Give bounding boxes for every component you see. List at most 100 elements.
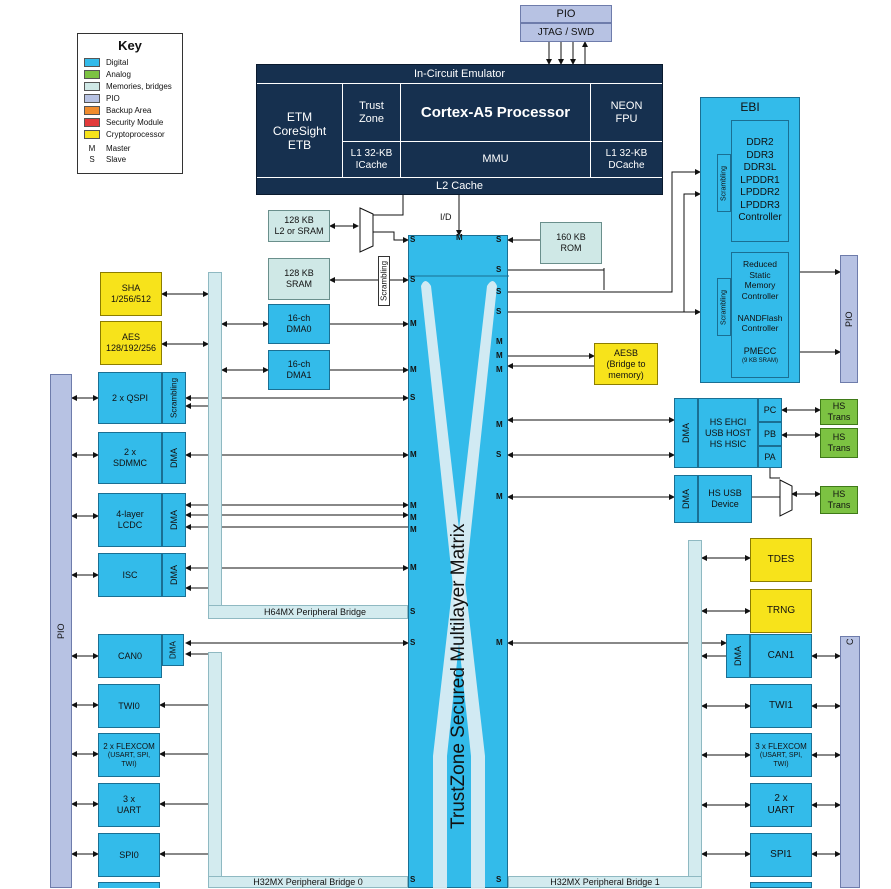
trng: TRNG <box>750 589 812 633</box>
nandflash-controller: NANDFlash Controller <box>737 312 783 334</box>
jtag-swd: JTAG / SWD <box>520 23 612 42</box>
legend-swatch <box>84 69 100 79</box>
flexcom-left: 2 x FLEXCOM (USART, SPI, TWI) <box>98 733 160 777</box>
cortex-a5-processor: Cortex-A5 Processor <box>401 84 591 142</box>
l2-cache: L2 Cache <box>257 177 662 194</box>
rom: 160 KB ROM <box>540 222 602 264</box>
legend-label: Analog <box>106 69 131 79</box>
matrix-master-port: M <box>410 319 417 328</box>
usb-device-dma: DMA <box>674 475 698 523</box>
matrix-slave-port: S <box>496 307 502 316</box>
trustzone: Trust Zone <box>343 84 401 142</box>
top-pio: PIO <box>520 5 612 23</box>
h32mx-bridge0-vertical <box>208 652 222 888</box>
legend-label: Backup Area <box>106 105 152 115</box>
hs-trans-device: HS Trans <box>820 486 858 514</box>
matrix-slave-port: S <box>496 235 502 244</box>
ebi-smc-scrambling: Scrambling <box>717 278 731 336</box>
matrix-master-port: M <box>410 501 417 510</box>
matrix-master-port: M <box>496 420 503 429</box>
neon-fpu: NEON FPU <box>591 84 662 142</box>
legend-swatch <box>84 81 100 91</box>
matrix-slave-port: S <box>496 287 502 296</box>
h32mx-bridge1-vertical <box>688 540 702 888</box>
mmu: MMU <box>401 142 591 177</box>
ebi-title: EBI <box>740 99 760 114</box>
matrix-master-port: M <box>410 525 417 534</box>
hs-usb-device: HS USB Device <box>698 475 752 523</box>
qspi-scrambling: Scrambling <box>162 372 186 424</box>
legend-label: PIO <box>106 93 120 103</box>
twi0: TWI0 <box>98 684 160 728</box>
legend-master: M Master <box>88 143 131 153</box>
matrix-slave-port: S <box>410 275 416 284</box>
matrix-slave-port: S <box>496 450 502 459</box>
l2-or-sram: 128 KB L2 or SRAM <box>268 210 330 242</box>
left-peripheral-cutoff <box>98 882 160 888</box>
legend-swatch <box>84 93 100 103</box>
matrix-master-port: M <box>410 450 417 459</box>
legend-item: PIO <box>84 92 176 104</box>
flexcom-right: 3 x FLEXCOM (USART, SPI, TWI) <box>750 733 812 777</box>
static-memory-controller: Reduced Static Memory Controller <box>741 259 779 301</box>
legend-slave: S Slave <box>89 154 127 164</box>
legend-item: Memories, bridges <box>84 80 176 92</box>
matrix-master-port: M <box>496 365 503 374</box>
processor-block: In-Circuit Emulator ETM CoreSight ETB Tr… <box>256 64 663 195</box>
legend-label: Digital <box>106 57 129 67</box>
matrix-slave-port: S <box>410 393 416 402</box>
h64mx-bridge-vertical <box>208 272 222 619</box>
matrix-master-port: M <box>410 513 417 522</box>
uart-left: 3 x UART <box>98 783 160 827</box>
sram-scrambling: Scrambling <box>378 256 390 306</box>
matrix-label: TrustZone Secured Multilayer Matrix <box>448 523 469 829</box>
matrix-master-port: M <box>496 351 503 360</box>
can0-dma: DMA <box>162 634 184 666</box>
spi0: SPI0 <box>98 833 160 877</box>
sdmmc: 2 x SDMMC <box>98 432 162 484</box>
tdes: TDES <box>750 538 812 582</box>
matrix-master-port: M <box>496 638 503 647</box>
pmecc: PMECC (9 KB SRAM) <box>741 346 778 364</box>
sram: 128 KB SRAM <box>268 258 330 300</box>
lcdc: 4-layer LCDC <box>98 493 162 547</box>
matrix-master-port: M <box>496 492 503 501</box>
ebi-ddr-scrambling: Scrambling <box>717 154 731 212</box>
can1-dma: DMA <box>726 634 750 678</box>
in-circuit-emulator: In-Circuit Emulator <box>257 65 662 84</box>
usb-ehci-host: HS EHCI USB HOST HS HSIC <box>698 398 758 468</box>
legend-label: Cryptoprocessor <box>106 129 165 139</box>
usb-port-pa: PA <box>758 446 782 468</box>
legend-title: Key <box>118 38 142 53</box>
legend-item: Security Module <box>84 116 176 128</box>
ebi-pio: PIO <box>840 255 858 383</box>
l1-icache: L1 32-KB ICache <box>343 142 401 177</box>
legend-swatch <box>84 105 100 115</box>
aesb: AESB (Bridge to memory) <box>594 343 658 385</box>
matrix-slave-port: S <box>496 265 502 274</box>
h64mx-peripheral-bridge: H64MX Peripheral Bridge <box>208 605 408 619</box>
matrix-master-port: M <box>410 563 417 572</box>
spi1: SPI1 <box>750 833 812 877</box>
matrix-slave-port: S <box>410 235 416 244</box>
legend-swatch <box>84 57 100 67</box>
legend-item: Cryptoprocessor <box>84 128 176 140</box>
legend-item: Analog <box>84 68 176 80</box>
h32mx-peripheral-bridge-0: H32MX Peripheral Bridge 0 <box>208 876 408 888</box>
matrix-master-port: M <box>456 233 463 242</box>
etm-coresight: ETM CoreSight ETB <box>257 84 343 177</box>
sdmmc-dma: DMA <box>162 432 186 484</box>
ebi: EBI Scrambling DDR2 DDR3 DDR3L LPDDR1 LP… <box>700 97 800 383</box>
legend-label: Memories, bridges <box>106 81 172 91</box>
matrix-slave-port: S <box>410 607 416 616</box>
can1: CAN1 <box>750 634 812 678</box>
hs-trans-pb: HS Trans <box>820 428 858 458</box>
qspi: 2 x QSPI <box>98 372 162 424</box>
right-peripheral-cutoff <box>750 882 812 888</box>
legend-swatch <box>84 129 100 139</box>
hs-trans-pc: HS Trans <box>820 399 858 425</box>
left-pio: PIO <box>50 374 72 888</box>
